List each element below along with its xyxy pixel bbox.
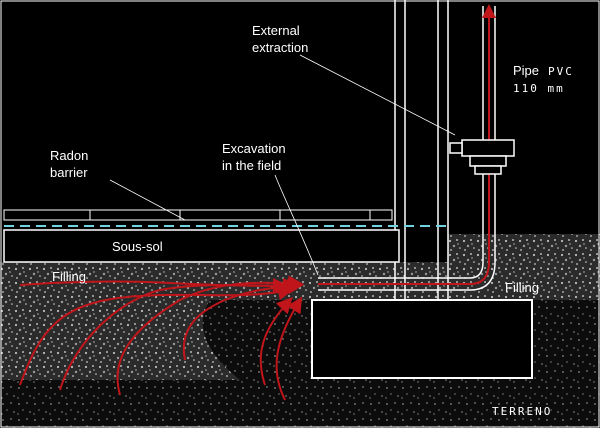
label-radon-1: Radon — [50, 148, 88, 163]
gravel-filling-right — [448, 234, 600, 300]
radon-airflow-arrows — [19, 275, 304, 401]
label-filling-right: Filling — [505, 280, 539, 295]
label-filling-left: Filling — [52, 269, 86, 284]
leader-lines — [109, 54, 456, 276]
label-pipe: Pipe — [513, 63, 539, 78]
gravel-under-pipe — [395, 262, 448, 300]
label-excavation-1: Excavation — [222, 141, 286, 156]
label-pipe-diameter: 110 mm — [513, 82, 565, 95]
label-pipe-material: PVC — [548, 65, 574, 78]
subfloor-slab — [3, 229, 400, 263]
label-subfloor: Sous-sol — [112, 239, 163, 254]
pipe-outlet-arrow — [482, 4, 496, 18]
label-external-2: extraction — [252, 40, 308, 55]
label-external-1: External — [252, 23, 300, 38]
pvc-pipe — [318, 6, 496, 291]
pipe-airflow-line — [318, 14, 490, 285]
label-terrain: TERRENO — [492, 405, 552, 418]
label-radon-2: barrier — [50, 165, 88, 180]
foundation-footing — [311, 299, 533, 379]
label-excavation-2: in the field — [222, 158, 281, 173]
fan-connector — [449, 139, 515, 175]
floor-grating — [3, 209, 393, 221]
